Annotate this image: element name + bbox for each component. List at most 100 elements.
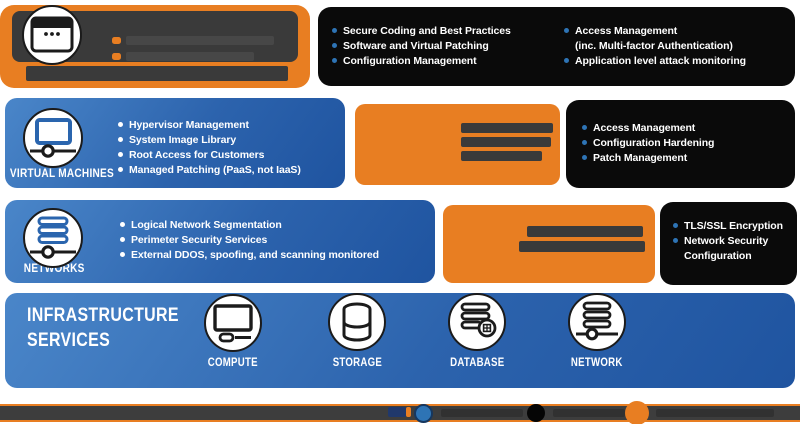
compute-icon xyxy=(211,303,255,343)
redacted-text-bar xyxy=(126,52,254,61)
list-item: Secure Coding and Best Practices xyxy=(332,23,511,38)
list-item: Hypervisor Management xyxy=(118,117,301,132)
legend-provider-circle xyxy=(414,404,433,423)
list-item: Configuration Management xyxy=(332,53,511,68)
bullet-icon xyxy=(118,167,123,172)
bullet-icon xyxy=(118,152,123,157)
list-item-label: (inc. Multi-factor Authentication) xyxy=(575,39,733,52)
redacted-legend-label xyxy=(656,409,774,417)
virtual-machine-icon xyxy=(29,116,77,160)
compute-label: COMPUTE xyxy=(207,357,259,369)
networks-black-panel: TLS/SSL Encryption Network Security Conf… xyxy=(660,202,797,285)
redacted-bullet-marker xyxy=(112,53,121,60)
list-item: Managed Patching (PaaS, not IaaS) xyxy=(118,162,301,177)
bullet-icon xyxy=(332,58,337,63)
infrastructure-title: INFRASTRUCTURE SERVICES xyxy=(27,305,179,351)
applications-row-label-redacted xyxy=(26,66,288,81)
bullet-icon xyxy=(564,58,569,63)
list-item-continuation: Configuration xyxy=(673,248,783,263)
list-item-label: TLS/SSL Encryption xyxy=(684,219,783,232)
applications-black-panel: Secure Coding and Best Practices Softwar… xyxy=(318,7,795,86)
list-item: Software and Virtual Patching xyxy=(332,38,511,53)
list-item-continuation: (inc. Multi-factor Authentication) xyxy=(564,38,746,53)
list-item: Logical Network Segmentation xyxy=(120,217,379,232)
list-item-label: External DDOS, spoofing, and scanning mo… xyxy=(131,248,379,261)
virtual-machines-row-label: VIRTUAL MACHINES xyxy=(9,166,115,180)
list-item: Network Security xyxy=(673,233,783,248)
database-icon xyxy=(455,301,499,343)
list-item-label: Configuration xyxy=(684,249,752,262)
redacted-legend-mark xyxy=(388,407,406,417)
bullet-icon xyxy=(120,237,125,242)
storage-label: STORAGE xyxy=(332,357,382,369)
list-item-label: Patch Management xyxy=(593,151,688,164)
list-item-label: Configuration Hardening xyxy=(593,136,715,149)
bullet-icon xyxy=(332,43,337,48)
browser-window-icon xyxy=(30,16,74,54)
legend-customer-circle xyxy=(625,401,649,424)
list-item: Patch Management xyxy=(582,150,714,165)
list-item-label: Secure Coding and Best Practices xyxy=(343,24,511,37)
list-item-label: Application level attack monitoring xyxy=(575,54,746,67)
network-icon-circle xyxy=(568,293,626,351)
database-label: DATABASE xyxy=(449,357,505,369)
list-item-label: Configuration Management xyxy=(343,54,477,67)
legend-shared-circle xyxy=(527,404,545,422)
storage-icon xyxy=(337,301,377,343)
networks-orange-panel-redacted xyxy=(443,205,655,283)
networks-icon-circle xyxy=(23,208,83,268)
bullet-icon xyxy=(582,155,587,160)
virtual-machines-orange-panel-redacted xyxy=(355,104,560,185)
list-item-label: Perimeter Security Services xyxy=(131,233,268,246)
network-icon xyxy=(575,301,619,343)
redacted-text-bar xyxy=(461,137,551,147)
storage-icon-circle xyxy=(328,293,386,351)
list-item: Configuration Hardening xyxy=(582,135,714,150)
redacted-text-bar xyxy=(126,36,274,45)
list-item-label: Root Access for Customers xyxy=(129,148,265,161)
list-item-label: Network Security xyxy=(684,234,769,247)
list-item-label: Logical Network Segmentation xyxy=(131,218,282,231)
redacted-legend-label xyxy=(553,409,625,417)
bullet-icon xyxy=(118,122,123,127)
compute-icon-circle xyxy=(204,294,262,352)
infrastructure-services-panel xyxy=(5,293,795,388)
list-item: TLS/SSL Encryption xyxy=(673,218,783,233)
list-item: External DDOS, spoofing, and scanning mo… xyxy=(120,247,379,262)
bullet-icon xyxy=(120,252,125,257)
bullet-icon xyxy=(120,222,125,227)
virtual-machines-black-panel: Access Management Configuration Hardenin… xyxy=(566,100,795,188)
list-item-label: System Image Library xyxy=(129,133,237,146)
network-label: NETWORK xyxy=(571,357,623,369)
redacted-bullet-marker xyxy=(112,37,121,44)
list-item: Root Access for Customers xyxy=(118,147,301,162)
redacted-text-bar xyxy=(461,151,542,161)
list-item-label: Access Management xyxy=(593,121,696,134)
networks-black-list: TLS/SSL Encryption Network Security Conf… xyxy=(673,218,783,263)
list-item-label: Access Management xyxy=(575,24,678,37)
redacted-text-bar xyxy=(519,241,645,252)
bullet-icon xyxy=(118,137,123,142)
list-item-label: Managed Patching (PaaS, not IaaS) xyxy=(129,163,301,176)
list-item: Application level attack monitoring xyxy=(564,53,746,68)
list-item: Access Management xyxy=(582,120,714,135)
redacted-text-bar xyxy=(527,226,643,237)
virtual-machines-blue-list: Hypervisor Management System Image Libra… xyxy=(118,117,301,177)
database-icon-circle xyxy=(448,293,506,351)
bullet-icon xyxy=(332,28,337,33)
applications-black-list-left: Secure Coding and Best Practices Softwar… xyxy=(332,23,511,68)
redacted-legend-label xyxy=(441,409,523,417)
bullet-icon xyxy=(673,223,678,228)
bullet-icon xyxy=(582,140,587,145)
list-item: Perimeter Security Services xyxy=(120,232,379,247)
redacted-text-bar xyxy=(461,123,553,133)
list-item-label: Software and Virtual Patching xyxy=(343,39,489,52)
list-item: Access Management xyxy=(564,23,746,38)
bullet-icon xyxy=(582,125,587,130)
networks-blue-list: Logical Network Segmentation Perimeter S… xyxy=(120,217,379,262)
virtual-machines-icon-circle xyxy=(23,108,83,168)
bullet-icon xyxy=(673,238,678,243)
list-item-label: Hypervisor Management xyxy=(129,118,249,131)
redacted-legend-mark-accent xyxy=(406,407,411,417)
